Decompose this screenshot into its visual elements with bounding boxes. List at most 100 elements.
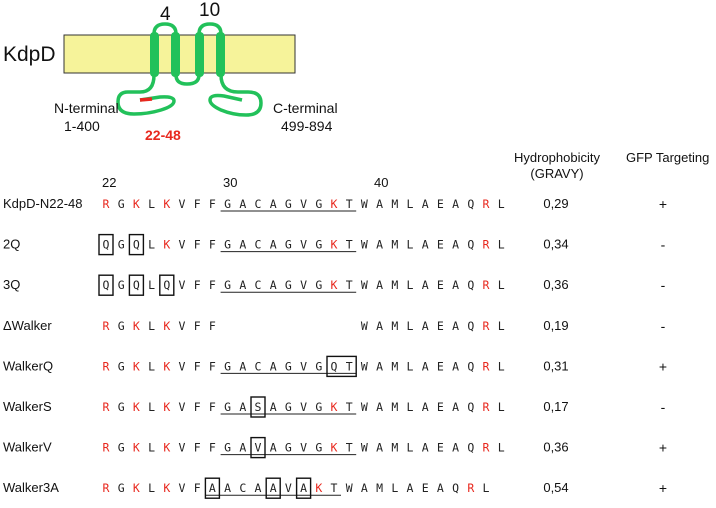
residue: Q xyxy=(467,238,474,252)
residue: A xyxy=(270,197,277,211)
residue: G xyxy=(285,441,292,455)
mutation-box xyxy=(326,355,357,378)
residue: K xyxy=(133,441,140,455)
residue: V xyxy=(300,238,307,252)
residue: V xyxy=(179,400,186,414)
residue: A xyxy=(407,481,414,495)
residue: Q xyxy=(467,197,474,211)
residue: Q xyxy=(103,238,110,252)
tm-helix xyxy=(171,32,180,77)
residue: F xyxy=(194,481,201,495)
residue: A xyxy=(422,441,429,455)
gfp-result: + xyxy=(659,440,667,456)
residue: A xyxy=(209,481,216,495)
hydrophobicity-header-line2: (GRAVY) xyxy=(530,166,584,181)
residue: S xyxy=(255,400,262,414)
residue: Q xyxy=(467,441,474,455)
residue: G xyxy=(118,441,125,455)
variant-name: 2Q xyxy=(3,237,20,252)
hydrophobicity-header: Hydrophobicity (GRAVY) xyxy=(514,150,600,182)
residue: L xyxy=(407,319,414,333)
gravy-value: 0,34 xyxy=(543,237,568,252)
mutation-box xyxy=(250,396,266,418)
mutation-box xyxy=(98,274,114,296)
residue: A xyxy=(239,197,246,211)
residue: G xyxy=(224,278,231,292)
residue: A xyxy=(376,400,383,414)
residue: F xyxy=(194,441,201,455)
residue: Q xyxy=(467,359,474,373)
tm-label-10: 10 xyxy=(199,0,221,21)
residue: R xyxy=(483,400,490,414)
residue: K xyxy=(315,481,322,495)
gfp-result: - xyxy=(661,277,666,293)
residue: A xyxy=(422,238,429,252)
residue: A xyxy=(452,278,459,292)
residue: G xyxy=(315,441,322,455)
residue: V xyxy=(179,359,186,373)
gfp-result: + xyxy=(659,480,667,496)
residue: L xyxy=(498,319,505,333)
residue: L xyxy=(407,400,414,414)
variant-name: WalkerV xyxy=(3,440,52,455)
residue: A xyxy=(376,319,383,333)
residue: Q xyxy=(467,278,474,292)
residue: K xyxy=(331,441,338,455)
residue: V xyxy=(179,319,186,333)
residue: A xyxy=(452,197,459,211)
residue: Q xyxy=(103,278,110,292)
residue: G xyxy=(118,319,125,333)
residue: T xyxy=(346,441,353,455)
residue: L xyxy=(407,238,414,252)
residue: V xyxy=(285,481,292,495)
residue: K xyxy=(163,441,170,455)
residue: G xyxy=(285,238,292,252)
gravy-value: 0,19 xyxy=(543,318,568,333)
residue: A xyxy=(239,400,246,414)
residue: A xyxy=(376,197,383,211)
residue: M xyxy=(391,238,398,252)
residue: A xyxy=(270,238,277,252)
residue: V xyxy=(300,400,307,414)
gfp-result: - xyxy=(661,318,666,334)
c-terminal-domain xyxy=(208,74,263,117)
n-terminal-domain xyxy=(116,74,176,116)
residue: A xyxy=(452,359,459,373)
residue: K xyxy=(133,400,140,414)
residue: G xyxy=(285,400,292,414)
residue: A xyxy=(376,359,383,373)
residue: A xyxy=(270,359,277,373)
residue: G xyxy=(315,359,322,373)
residue: F xyxy=(209,278,216,292)
residue: V xyxy=(179,481,186,495)
topology-diagram xyxy=(63,22,296,117)
residue: C xyxy=(255,359,262,373)
residue: W xyxy=(361,319,368,333)
gravy-value: 0,54 xyxy=(543,480,568,495)
residue: F xyxy=(194,278,201,292)
gravy-value: 0,31 xyxy=(543,358,568,373)
gfp-result: + xyxy=(659,358,667,374)
residue: L xyxy=(498,441,505,455)
residue: W xyxy=(361,278,368,292)
residue: L xyxy=(498,400,505,414)
mutation-box xyxy=(98,233,114,256)
residue: Q xyxy=(163,278,170,292)
residue: A xyxy=(224,481,231,495)
residue: G xyxy=(315,278,322,292)
residue: L xyxy=(407,359,414,373)
residue: A xyxy=(437,481,444,495)
residue: F xyxy=(194,319,201,333)
residue: A xyxy=(422,359,429,373)
residue: A xyxy=(361,481,368,495)
residue: E xyxy=(437,400,444,414)
residue: K xyxy=(133,359,140,373)
residue: K xyxy=(163,197,170,211)
residue: R xyxy=(483,319,490,333)
residue: E xyxy=(437,197,444,211)
residue: V xyxy=(300,359,307,373)
residue: A xyxy=(422,400,429,414)
residue: A xyxy=(270,441,277,455)
residue: G xyxy=(118,238,125,252)
